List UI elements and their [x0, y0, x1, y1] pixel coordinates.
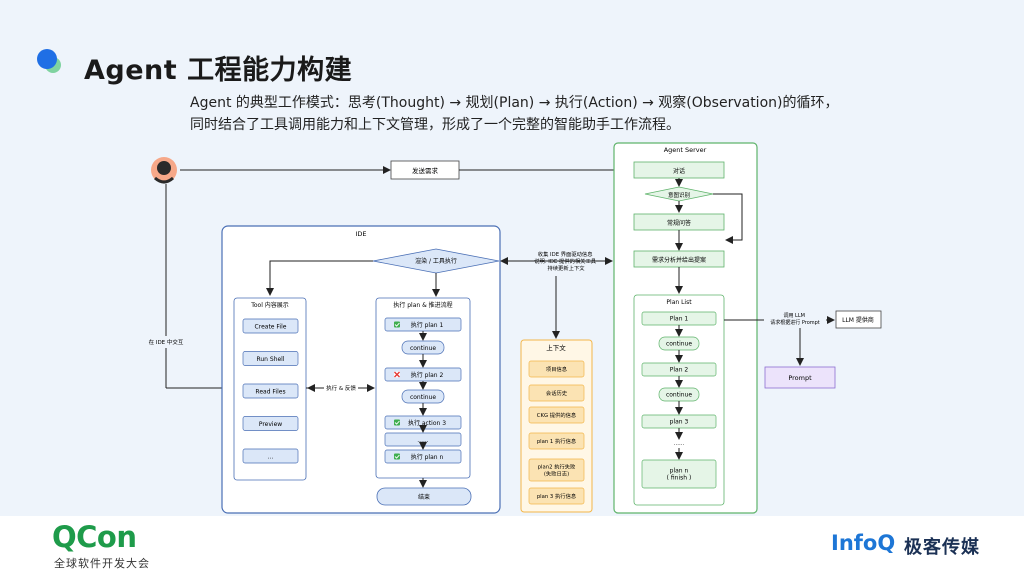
ide-title: IDE [355, 230, 366, 238]
agent-server-title: Agent Server [664, 146, 707, 154]
page-title: Agent 工程能力构建 [84, 55, 353, 86]
end-node [376, 487, 472, 506]
infoq-cn-logo: 极客传媒 [904, 537, 980, 558]
prompt-box [764, 366, 836, 389]
tool-item-label: Run Shell [256, 356, 284, 363]
flow-step-label: 执行 plan n [411, 453, 444, 461]
logo-dot-icon [37, 49, 61, 73]
flow-step-label: continue [410, 394, 436, 401]
tool-item [242, 416, 299, 431]
fail-icon [394, 371, 400, 378]
flow-step-label: 执行 plan 1 [411, 321, 444, 329]
user-avatar-icon [151, 157, 177, 184]
tool-item [242, 448, 299, 464]
footer-bar [0, 516, 1024, 576]
check-icon [394, 453, 400, 460]
llm-note: 调用 LLM 请求根据进行 Prompt [770, 312, 820, 326]
context-item [528, 487, 585, 505]
qcon-subtitle: 全球软件开发大会 [54, 557, 150, 570]
context-item-label: plan 1 执行信息 [537, 437, 576, 445]
flow-step-label: 执行 plan 2 [411, 371, 444, 379]
tool-item-label: Preview [259, 421, 282, 428]
tool-item [242, 318, 299, 334]
plan-item-label: continue [666, 341, 692, 348]
flow-step-label: ...... [417, 437, 429, 444]
context-item [528, 384, 585, 402]
prompt-label: Prompt [788, 374, 812, 382]
llm-provider-label: LLM 提供商 [842, 316, 874, 324]
tool-item [242, 351, 299, 366]
ide-interact-label: 在 IDE 中交互 [149, 338, 184, 346]
plan-list-title: Plan List [666, 299, 692, 306]
flow-step-label: 执行 action 3 [408, 419, 446, 427]
check-icon [394, 454, 400, 459]
tool-panel-title: Tool 内容展示 [250, 301, 289, 309]
check-icon [394, 419, 400, 426]
context-item-label: 会话历史 [546, 389, 568, 397]
context-item-label: CKG 提供的信息 [537, 411, 576, 419]
check-icon [394, 322, 400, 327]
flow-step-label: continue [410, 345, 436, 352]
context-item-label: plan2 执行失败(失败日志) [538, 463, 576, 478]
plan-item-label: plan n( finish ) [667, 468, 692, 482]
tool-item-label: Create File [255, 324, 287, 331]
plan-item [641, 459, 717, 489]
qcon-logo: QCon [52, 520, 137, 554]
plan-ellipsis: ...... [674, 441, 685, 447]
llm-provider-box [835, 310, 882, 329]
plan-item-label: Plan 1 [670, 316, 689, 323]
analyze-label: 需求分析并给出提案 [652, 256, 706, 264]
context-item [528, 458, 585, 482]
infoq-logo: InfoQ [831, 531, 896, 555]
tool-item [242, 383, 299, 399]
tool-item-label: Read Files [255, 389, 285, 396]
check-icon [394, 321, 400, 328]
check-icon [394, 420, 400, 425]
intent-label: 意图识别 [668, 191, 690, 199]
plan-item-label: continue [666, 392, 692, 399]
plan-item-label: plan 3 [670, 419, 689, 426]
tool-item-label: ... [268, 454, 274, 461]
dialog-label: 对话 [673, 167, 685, 175]
end-node-label: 结束 [418, 493, 430, 501]
plan-item-label: Plan 2 [670, 367, 689, 374]
render-decision-label: 渲染 / 工具执行 [415, 257, 457, 265]
flow-step [384, 449, 462, 464]
send-request-label: 发送需求 [412, 166, 439, 175]
context-item-label: plan 3 执行信息 [537, 492, 576, 500]
exec-feedback-label: 执行 & 反馈 [326, 384, 356, 392]
page-description: Agent 的典型工作模式：思考(Thought) → 规划(Plan) → 执… [190, 95, 839, 133]
context-item [528, 432, 585, 450]
flow-panel-title: 执行 plan & 推进流程 [393, 301, 452, 309]
context-title: 上下文 [546, 343, 566, 352]
qa-label: 常规问答 [667, 219, 691, 227]
context-item-label: 项目信息 [546, 365, 567, 373]
context-item [528, 360, 585, 378]
context-item [528, 406, 585, 424]
